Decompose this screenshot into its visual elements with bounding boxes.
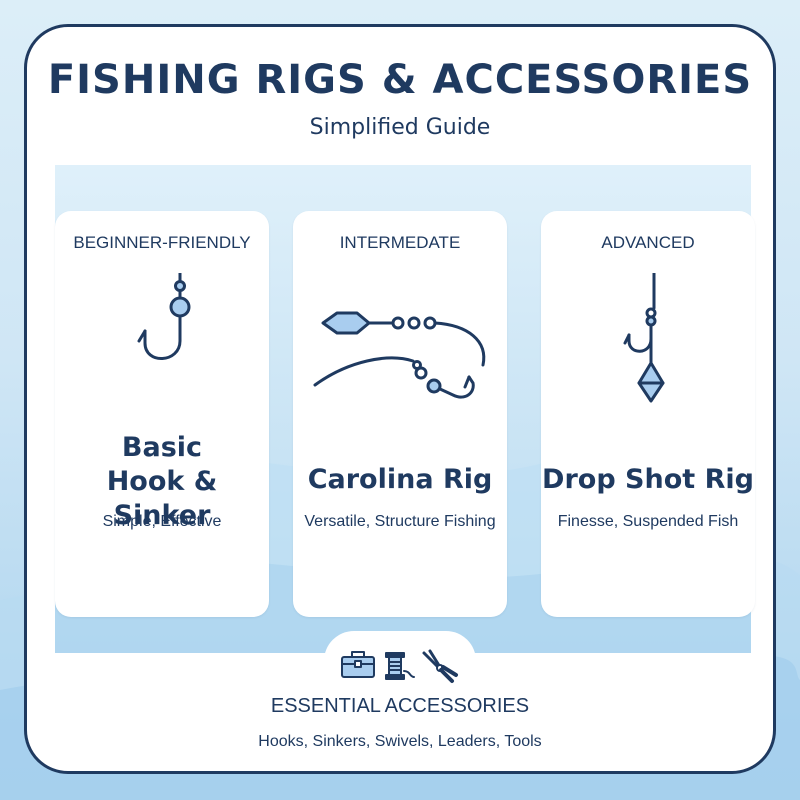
- hook-sinker-icon: [137, 273, 191, 360]
- skill-level-label: ADVANCED: [601, 233, 695, 252]
- skill-level-label: BEGINNER-FRIENDLY: [73, 233, 251, 252]
- skill-level-label: INTERMEDATE: [339, 233, 461, 252]
- rig-card-basic: BEGINNER-FRIENDLY Basic Hook & Sinker Si…: [55, 211, 269, 617]
- carolina-rig-icon: [313, 311, 486, 399]
- rig-name: Basic Hook & Sinker: [106, 432, 218, 531]
- drop-shot-rig-icon: [623, 273, 665, 403]
- pliers-icon: [422, 649, 458, 683]
- accessory-icons: [341, 649, 458, 683]
- rig-name: Drop Shot Rig: [542, 464, 754, 495]
- rig-card-carolina: INTERMEDATE Carolina Rig Versatile, Stru…: [293, 211, 507, 617]
- rig-description: Finesse, Suspended Fish: [557, 513, 739, 530]
- rig-name: Carolina Rig: [307, 464, 493, 495]
- rig-description: Simple, Effective: [102, 513, 222, 530]
- guide-frame: FISHING RIGS & ACCESSORIES Simplified Gu…: [24, 24, 776, 774]
- accessories-title: ESSENTIAL ACCESSORIES: [270, 695, 530, 717]
- rig-description: Versatile, Structure Fishing: [304, 513, 496, 530]
- line-spool-icon: [385, 652, 415, 680]
- page-subtitle: Simplified Guide: [309, 115, 491, 140]
- rig-card-drop-shot: ADVANCED Drop Shot Rig Finesse, Suspende…: [541, 211, 755, 617]
- tackle-box-icon: [341, 651, 375, 678]
- accessories-tab: [324, 631, 476, 691]
- accessories-list: Hooks, Sinkers, Swivels, Leaders, Tools: [258, 733, 542, 750]
- page-title: FISHING RIGS & ACCESSORIES: [47, 57, 753, 103]
